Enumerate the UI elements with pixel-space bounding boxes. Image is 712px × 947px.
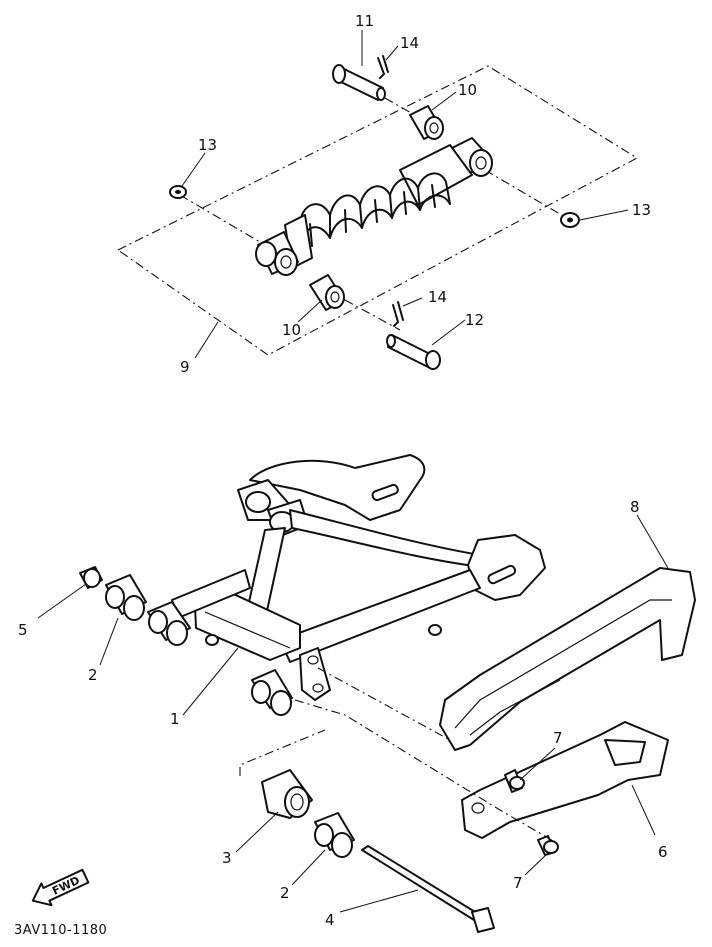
upper-cotter-pin [377,55,389,79]
callout-2-upper: 2 [88,666,98,684]
rear-arm-group [147,454,546,716]
right-washer [560,212,580,228]
chain-case [439,567,696,751]
top-slot [371,483,399,502]
assembly-line-b [294,699,556,843]
boss-a [428,624,442,636]
callout-13-right: 13 [632,201,651,219]
callout-4: 4 [325,911,335,929]
front-pivot-bushing [147,601,191,646]
lower-mount-bolt [386,334,441,370]
callout-1: 1 [170,710,180,728]
callout-5: 5 [18,621,28,639]
axis-line-upper [179,194,266,246]
pivot-collar-lower [314,812,355,858]
callout-3: 3 [222,849,232,867]
axis-line-right [484,169,566,218]
callout-7-lower: 7 [513,874,523,892]
assembly-line-c [317,667,451,741]
callout-6: 6 [658,843,668,861]
boss-b [205,634,219,646]
callout-13-left: 13 [198,136,217,154]
rear-arm-top-arch [249,454,426,521]
upper-collar [409,105,444,140]
callout-9: 9 [180,358,190,376]
callout-10-lower: 10 [282,321,301,339]
shock-assembly-group [116,55,639,370]
lower-cotter-pin [392,301,404,327]
leader-lines [37,30,669,913]
forward-direction-arrow: FWD [31,868,90,907]
callout-14-lower: 14 [428,288,447,306]
drawing-code: 3AV110-1180 [14,923,107,938]
callout-14-upper: 14 [400,34,419,52]
callout-11: 11 [355,12,374,30]
thrust-cover [261,769,313,819]
chain-guide [461,721,669,839]
pivot-collar-upper [105,574,147,621]
pivot-nut [79,566,103,589]
rear-shock-absorber [255,137,493,276]
callout-7-upper: 7 [553,729,563,747]
axis-line-bolt-bottom [344,299,401,331]
upper-tube [289,509,491,569]
callout-8: 8 [630,498,640,516]
upper-mount-bolt [332,64,386,101]
lower-tube [279,569,481,663]
chain-guide-bolt [537,835,559,856]
assembly-line-a [239,729,326,776]
callout-2-lower: 2 [280,884,290,902]
pivot-shaft [361,845,495,933]
left-washer [169,185,187,199]
shock-group-boundary [116,65,639,356]
lower-collar [309,274,345,311]
axle-slot [487,564,517,585]
rear-pivot-bushing [251,669,293,716]
callout-10-upper: 10 [458,81,477,99]
callout-12: 12 [465,311,484,329]
